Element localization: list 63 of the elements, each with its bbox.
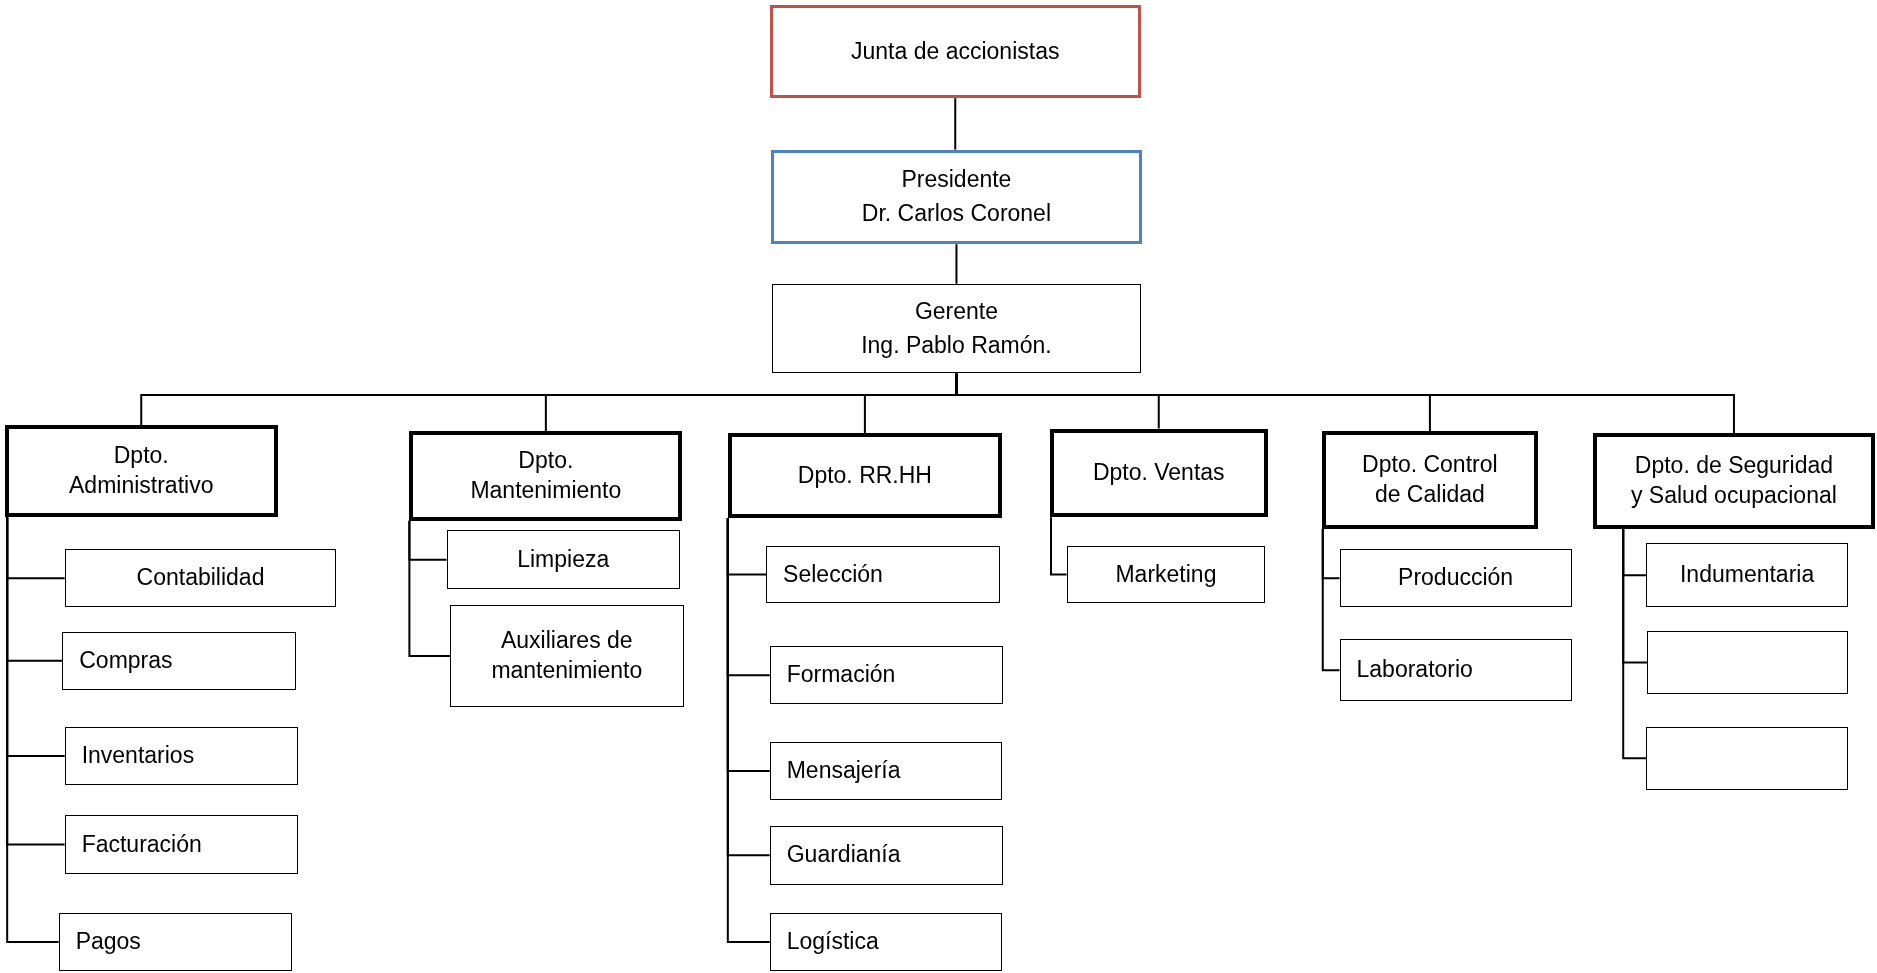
box-label: Formación: [786, 660, 896, 690]
org-box: [1066, 545, 1266, 604]
department-box: [1593, 433, 1875, 530]
box-label: Dpto. de Seguridad y Salud ocupacional: [1630, 451, 1838, 511]
org-box: [770, 149, 1142, 245]
empty-box: [1647, 630, 1849, 695]
box-label: Mensajería: [786, 755, 901, 785]
org-box: [769, 913, 1002, 971]
empty-box: [1645, 726, 1849, 791]
box-label: Junta de accionistas: [851, 36, 1060, 66]
org-box: [769, 4, 1141, 99]
org-box: [450, 604, 684, 708]
department-box: [409, 430, 683, 521]
connector-line: [726, 517, 771, 944]
box-label: Pagos: [75, 927, 141, 957]
connector-line: [954, 97, 957, 151]
box-label: Guardianía: [786, 840, 901, 870]
org-box: [446, 530, 680, 589]
box-label: Producción: [1398, 563, 1514, 593]
connector-line: [408, 519, 452, 657]
box-label: Dpto. Administrativo: [68, 441, 215, 501]
org-box: [769, 742, 1002, 800]
org-box: [64, 815, 299, 874]
box-label: Limpieza: [517, 544, 610, 574]
org-box: [1339, 549, 1572, 607]
org-box: [64, 726, 299, 786]
connector-line: [1622, 528, 1647, 760]
box-label: Presidente: [901, 165, 1012, 194]
box-label: Gerente: [914, 296, 998, 326]
box-label: Auxiliares de mantenimiento: [490, 626, 644, 685]
org-box: [769, 825, 1004, 885]
connector-line: [955, 243, 958, 285]
box-label: Dpto. Mantenimiento: [469, 445, 623, 505]
org-box: [766, 545, 1000, 604]
box-label: Inventarios: [81, 741, 195, 770]
box-label: Dr. Carlos Coronel: [861, 198, 1052, 228]
org-box: [58, 913, 293, 971]
box-label: Contabilidad: [136, 563, 265, 593]
box-label: Selección: [783, 559, 883, 589]
box-label: Logística: [786, 927, 879, 957]
department-box: [4, 424, 278, 518]
box-label: Compras: [79, 645, 173, 675]
department-box: [1049, 428, 1268, 518]
box-label: Dpto. RR.HH: [797, 460, 932, 490]
org-box: [1645, 543, 1849, 607]
department-box: [1321, 430, 1539, 530]
org-box: [62, 632, 296, 690]
connector-line: [6, 516, 60, 944]
department-box: [727, 433, 1002, 519]
connector-line: [1321, 528, 1341, 672]
org-box: [64, 549, 337, 607]
box-label: Marketing: [1115, 559, 1217, 589]
connector-line: [955, 372, 1735, 435]
box-label: Laboratorio: [1356, 655, 1473, 685]
box-label: Dpto. Control de Calidad: [1361, 450, 1499, 509]
connector-line: [1050, 516, 1068, 576]
org-box: [772, 283, 1141, 374]
org-box: [1339, 639, 1572, 702]
org-box: [769, 646, 1004, 704]
box-label: Dpto. Ventas: [1092, 457, 1225, 487]
box-label: Indumentaria: [1679, 560, 1815, 590]
box-label: Ing. Pablo Ramón.: [861, 330, 1052, 360]
box-label: Facturación: [81, 829, 202, 859]
